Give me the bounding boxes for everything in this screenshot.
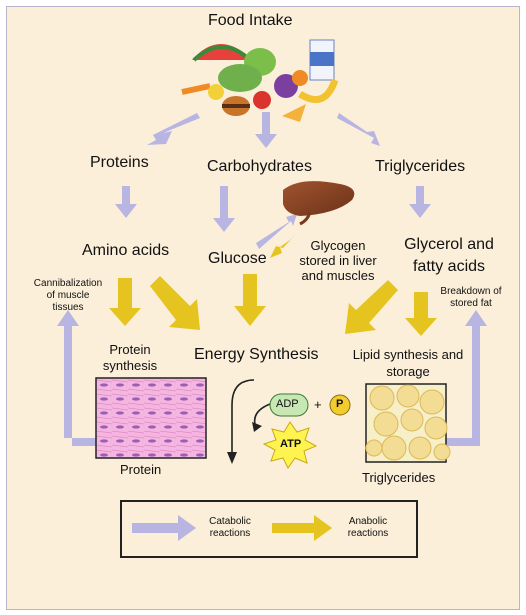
phosphate-circle: [329, 394, 351, 416]
triglycerides-top-label: Triglycerides: [375, 158, 466, 175]
protein-label: Protein: [120, 462, 162, 477]
triglycerides-bottom-label: Triglycerides: [362, 470, 436, 485]
glucose-label: Glucose: [208, 250, 267, 267]
atp-text: ATP: [280, 438, 302, 450]
glycerol-label: Glycerol and fatty acids: [404, 236, 494, 275]
food-cluster-icon: [181, 39, 339, 122]
proteins-label: Proteins: [90, 154, 149, 171]
legend-anabolic-label: Anabolic reactions: [347, 516, 389, 539]
adp-pill: [269, 393, 309, 417]
atp-star-icon: [262, 421, 318, 469]
food-intake-label: Food Intake: [208, 12, 293, 29]
atp-cycle: [227, 379, 351, 469]
plus-sign: +: [314, 397, 322, 412]
phosphate-text: P: [336, 398, 344, 410]
cannibalization-label: Cannibalization of muscle tissues: [33, 278, 103, 313]
amino-acids-label: Amino acids: [82, 242, 170, 259]
energy-synthesis-label: Energy Synthesis: [194, 346, 319, 363]
lipid-synthesis-label: Lipid synthesis and storage: [352, 347, 464, 379]
liver-icon: [283, 181, 355, 226]
anabolic-arrows: [109, 234, 437, 541]
legend: [120, 500, 418, 558]
legend-catabolic-label: Catabolic reactions: [209, 516, 251, 539]
catabolic-arrows: [57, 112, 487, 541]
breakdown-label: Breakdown of stored fat: [440, 286, 502, 309]
protein-synthesis-label: Protein synthesis: [102, 342, 158, 373]
muscle-tissue-icon: [95, 377, 207, 459]
carbohydrates-label: Carbohydrates: [207, 158, 312, 175]
glycogen-label: Glycogen stored in liver and muscles: [299, 238, 377, 283]
adp-text: ADP: [276, 398, 299, 410]
fat-cells-icon: [365, 383, 451, 463]
